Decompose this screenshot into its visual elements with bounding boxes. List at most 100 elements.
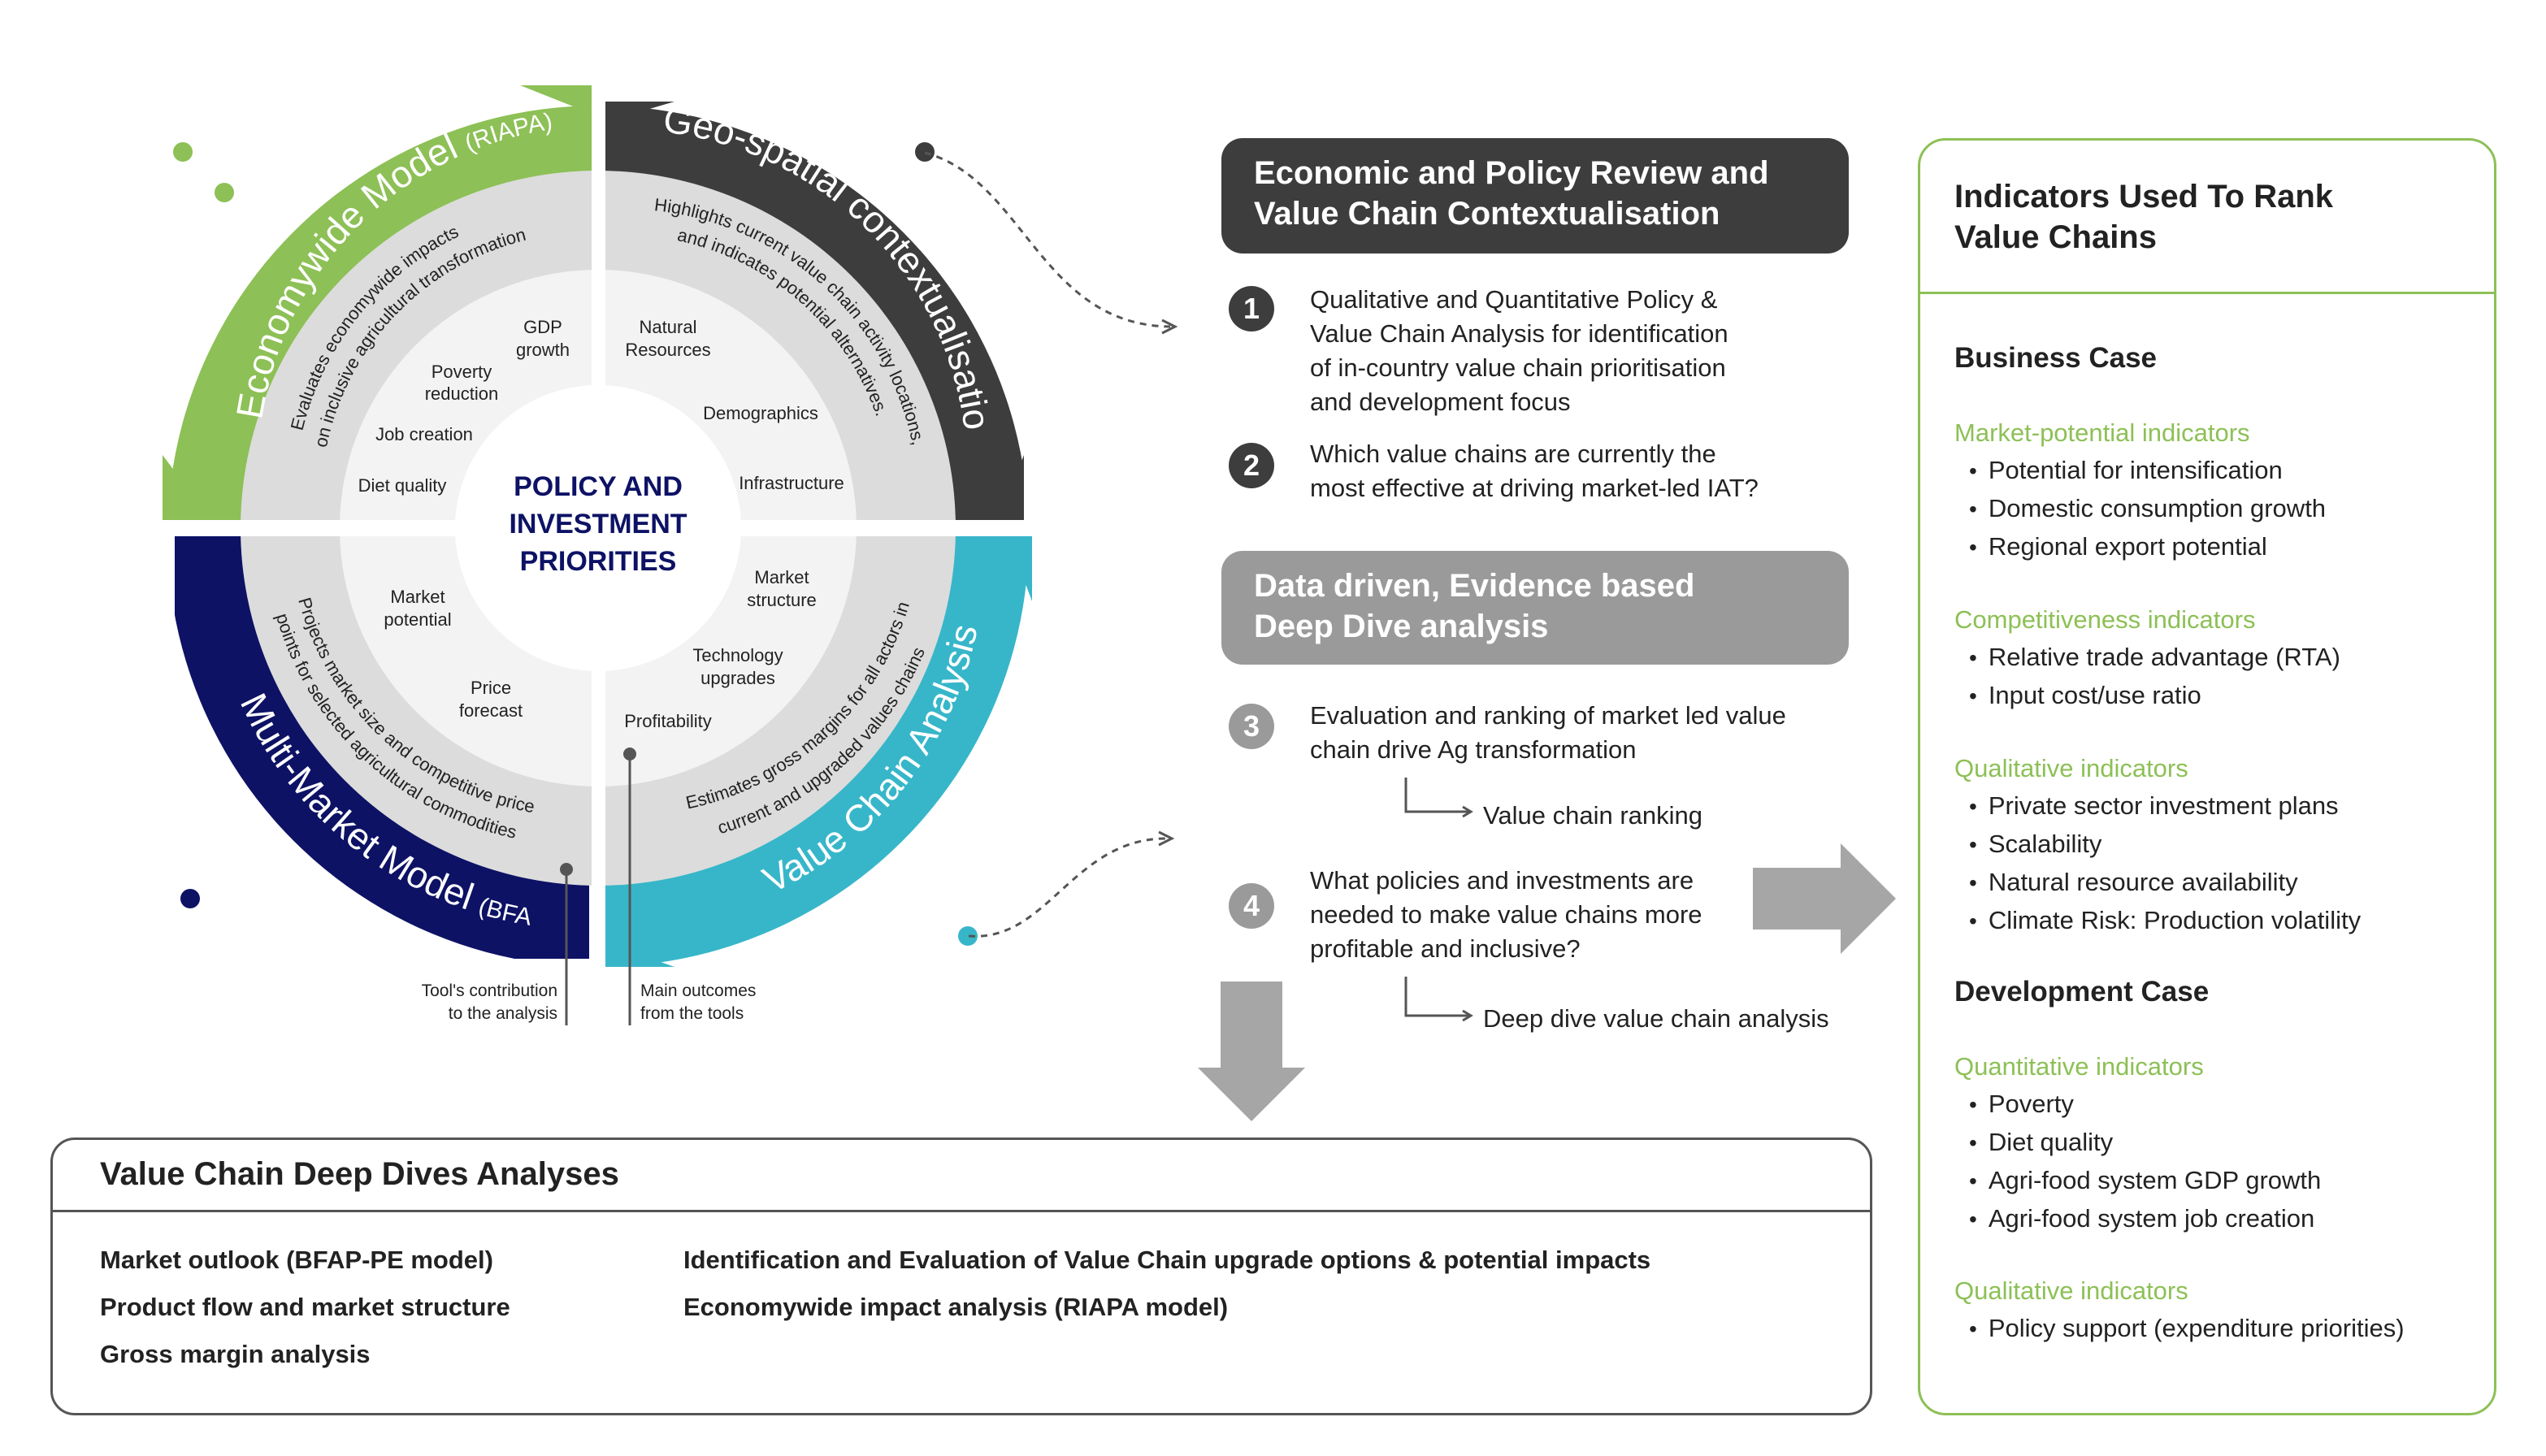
- list-item: Regional export potential: [1969, 528, 2326, 566]
- business-case-heading: Business Case: [1954, 342, 2158, 374]
- quadrant-eco-corner-top: [520, 85, 592, 114]
- step-4-text: What policies and investments are needed…: [1310, 866, 1702, 963]
- header1-line-1: Economic and Policy Review and: [1254, 155, 1769, 191]
- indicators-title: Indicators Used To Rank Value Chains: [1954, 179, 2334, 255]
- header-deep-dive-analysis: Data driven, Evidence based Deep Dive an…: [1221, 551, 1849, 665]
- list-item: Diet quality: [1969, 1124, 2321, 1162]
- policy-wheel: Economywide Model(RIAPA) Geo-spatial con…: [0, 0, 1186, 1154]
- step-3-text: Evaluation and ranking of market led val…: [1310, 701, 1786, 764]
- deep-dive-item: Identification and Evaluation of Value C…: [683, 1246, 1651, 1274]
- outcome-market-potential-1: Market: [390, 587, 445, 607]
- outcome-profitability: Profitability: [624, 711, 712, 731]
- market-potential-list: Potential for intensification Domestic c…: [1969, 452, 2326, 566]
- outcome-gdp-1: GDP: [523, 317, 562, 337]
- indicators-title-divider: [1920, 292, 2494, 294]
- callout-pin-outcomes: [623, 748, 636, 760]
- list-item: Climate Risk: Production volatility: [1969, 902, 2361, 940]
- center-line-2: INVESTMENT: [509, 509, 687, 540]
- outcome-technology-2: upgrades: [700, 668, 775, 688]
- header-economic-policy-review: Economic and Policy Review and Value Cha…: [1221, 138, 1849, 254]
- outcome-price-forecast-1: Price: [471, 678, 511, 698]
- header2-line-2: Deep Dive analysis: [1254, 609, 1549, 644]
- outcome-poverty-1: Poverty: [432, 362, 492, 382]
- step-3-result: Value chain ranking: [1483, 801, 1702, 830]
- dot-navy: [180, 889, 200, 908]
- wheel-connectors: [924, 151, 1178, 938]
- list-item: Agri-food system job creation: [1969, 1200, 2321, 1238]
- connector-lower-head: [1158, 830, 1175, 847]
- step-1-text: Qualitative and Quantitative Policy & Va…: [1310, 285, 1728, 416]
- callout-outcomes-2: from the tools: [640, 1004, 744, 1023]
- step-number-4: 4: [1229, 883, 1274, 929]
- outcome-technology-1: Technology: [692, 645, 783, 665]
- dot-dark: [915, 142, 935, 162]
- quadrant-eco-corner: [163, 455, 211, 520]
- quadrant-geo-corner-right: [1000, 455, 1024, 520]
- outcome-gdp-2: growth: [516, 340, 570, 360]
- quadrant-vc-corner-bottom: [605, 942, 674, 967]
- outcome-market-structure-1: Market: [754, 567, 809, 587]
- connector-upper: [924, 151, 1171, 328]
- quadrant-mm-corner-bottom: [520, 934, 589, 959]
- deep-dives-title: Value Chain Deep Dives Analyses: [100, 1156, 619, 1192]
- quadrant-geo-corner-top: [605, 102, 674, 122]
- step-2-text: Which value chains are currently the mos…: [1310, 440, 1759, 502]
- list-item: Private sector investment plans: [1969, 787, 2361, 826]
- outcome-infrastructure: Infrastructure: [739, 473, 844, 493]
- list-item: Potential for intensification: [1969, 452, 2326, 490]
- quadrant-vc-corner-right: [1008, 536, 1032, 601]
- deep-dive-item: Market outlook (BFAP-PE model): [100, 1246, 493, 1274]
- list-item: Policy support (expenditure priorities): [1969, 1310, 2405, 1348]
- deep-dives-divider: [53, 1210, 1870, 1212]
- center-line-3: PRIORITIES: [520, 546, 677, 577]
- connector-upper-head: [1161, 318, 1178, 335]
- outcome-job-creation: Job creation: [375, 424, 473, 444]
- center-line-1: POLICY AND: [514, 471, 683, 502]
- list-item: Domestic consumption growth: [1969, 490, 2326, 528]
- development-case-heading: Development Case: [1954, 976, 2210, 1008]
- competitiveness-list: Relative trade advantage (RTA) Input cos…: [1969, 639, 2340, 715]
- list-item: Scalability: [1969, 826, 2361, 864]
- outcome-market-potential-2: potential: [384, 609, 451, 630]
- header1-line-2: Value Chain Contextualisation: [1254, 196, 1720, 232]
- step-number-2: 2: [1229, 443, 1274, 488]
- connector-lower: [968, 837, 1169, 938]
- indicators-panel: Indicators Used To Rank Value Chains Bus…: [1918, 138, 2496, 1415]
- dot-teal: [958, 926, 978, 946]
- callout-pin-contribution: [560, 863, 573, 876]
- deep-dives-box: Value Chain Deep Dives Analyses Market o…: [50, 1138, 1872, 1415]
- deep-dive-item: Product flow and market structure: [100, 1293, 510, 1321]
- arrow-down-to-deep-dives: [1198, 982, 1305, 1121]
- quadrant-mm-corner-left: [175, 536, 203, 601]
- callout-contribution-2: to the analysis: [449, 1004, 557, 1023]
- list-item: Relative trade advantage (RTA): [1969, 639, 2340, 677]
- list-item: Poverty: [1969, 1086, 2321, 1124]
- competitiveness-label: Competitiveness indicators: [1954, 605, 2256, 634]
- step-number-1: 1: [1229, 286, 1274, 332]
- quantitative-label: Quantitative indicators: [1954, 1052, 2204, 1081]
- dot-green-inner: [215, 183, 234, 202]
- step-4-result-arrow: [1404, 977, 1473, 1022]
- header2-line-1: Data driven, Evidence based: [1254, 568, 1695, 604]
- outcome-demographics: Demographics: [703, 403, 818, 423]
- qualitative-business-list: Private sector investment plans Scalabil…: [1969, 787, 2361, 940]
- quantitative-list: Poverty Diet quality Agri-food system GD…: [1969, 1086, 2321, 1238]
- qualitative-development-list: Policy support (expenditure priorities): [1969, 1310, 2405, 1348]
- step-number-3: 3: [1229, 704, 1274, 749]
- outcome-market-structure-2: structure: [747, 590, 817, 610]
- list-item: Input cost/use ratio: [1969, 677, 2340, 715]
- list-item: Natural resource availability: [1969, 864, 2361, 902]
- arrow-right-to-indicators: [1753, 843, 1896, 954]
- dot-green-outer: [173, 142, 193, 162]
- step-3-result-arrow: [1404, 778, 1473, 818]
- callout-outcomes-1: Main outcomes: [640, 982, 756, 1000]
- qualitative-development-label: Qualitative indicators: [1954, 1276, 2188, 1305]
- outcome-natural-1: Natural: [640, 317, 697, 337]
- deep-dive-item: Economywide impact analysis (RIAPA model…: [683, 1293, 1229, 1321]
- deep-dive-item: Gross margin analysis: [100, 1340, 371, 1368]
- callout-contribution-1: Tool's contribution: [422, 982, 557, 1000]
- market-potential-label: Market-potential indicators: [1954, 418, 2250, 447]
- outcome-natural-2: Resources: [625, 340, 710, 360]
- outcome-poverty-2: reduction: [425, 384, 499, 404]
- qualitative-business-label: Qualitative indicators: [1954, 754, 2188, 782]
